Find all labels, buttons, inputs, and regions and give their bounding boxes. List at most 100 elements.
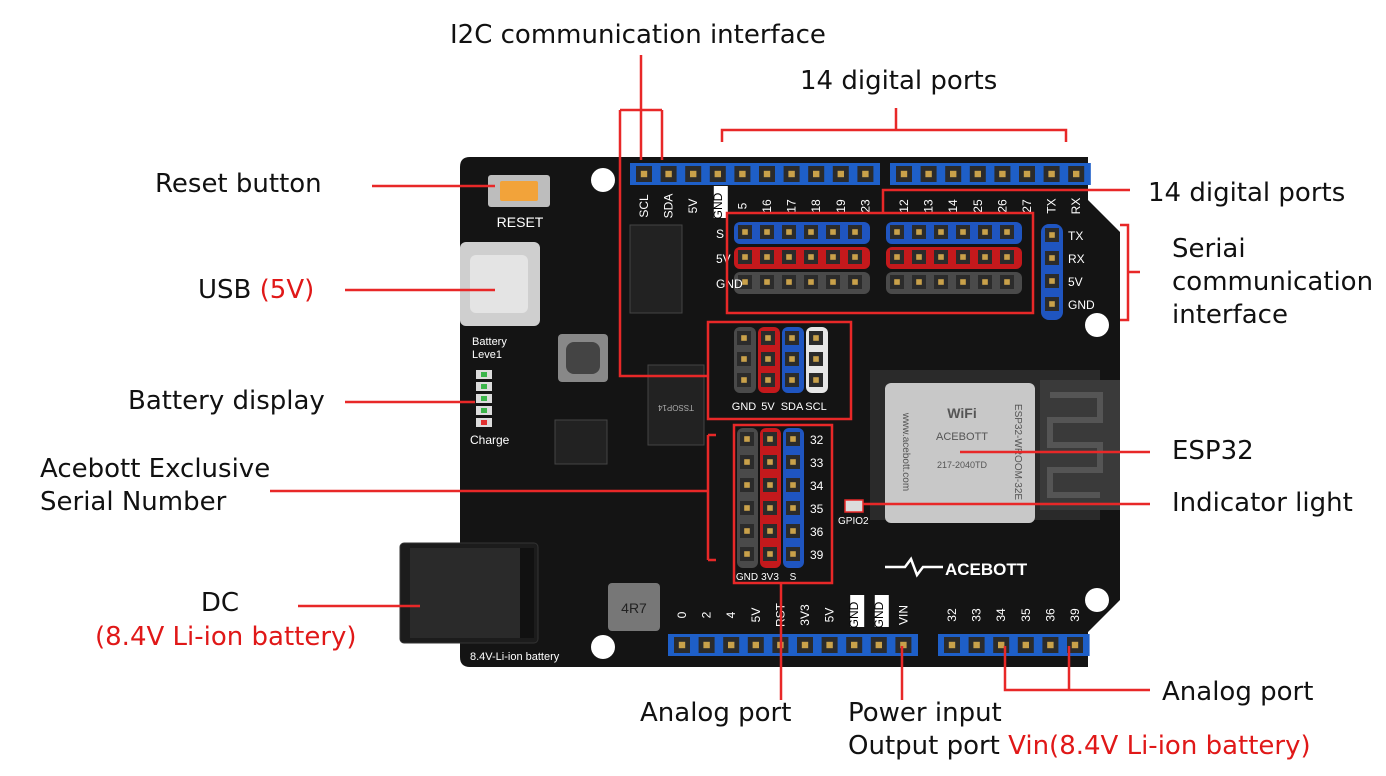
label-digital-right: 14 digital ports bbox=[1148, 178, 1346, 208]
battery-level-label-1: Battery bbox=[472, 336, 507, 348]
analog-number-0: 32 bbox=[810, 433, 824, 447]
module-brand: ACEBOTT bbox=[936, 431, 988, 443]
label-analog-right: Analog port bbox=[1162, 677, 1314, 707]
label-serial-comm-2: communication bbox=[1172, 267, 1374, 297]
mount-hole-2 bbox=[1085, 313, 1109, 337]
header-bottom-left-label-8: GND bbox=[872, 601, 886, 628]
label-output-port: Output port Vin(8.4V Li-ion battery) bbox=[848, 731, 1311, 761]
mid-row-label-2: GND bbox=[716, 277, 743, 291]
analog-number-5: 39 bbox=[810, 548, 824, 562]
header-top-left-label-8: 19 bbox=[834, 199, 848, 213]
tssop-label: TSSOP14 bbox=[657, 403, 694, 412]
header-top-right-label-1: 13 bbox=[922, 199, 936, 213]
bottom-silk-label: 8.4V-Li-ion battery bbox=[470, 651, 560, 663]
i2c-label-2: SDA bbox=[781, 401, 804, 413]
esp32-module bbox=[870, 370, 1120, 523]
gpio2-led bbox=[844, 499, 864, 513]
label-i2c: I2C communication interface bbox=[450, 20, 826, 50]
analog-label-0: GND bbox=[736, 572, 758, 583]
label-analog-bottom: Analog port bbox=[640, 698, 792, 728]
header-bottom-right-label-3: 35 bbox=[1019, 608, 1033, 622]
label-serial-number-2: Serial Number bbox=[40, 487, 227, 517]
output-port-text: Output port bbox=[848, 731, 1000, 761]
acebott-logo bbox=[885, 556, 943, 578]
serial-label-0: TX bbox=[1068, 229, 1083, 243]
label-reset: Reset button bbox=[155, 169, 322, 199]
gpio2-label: GPIO2 bbox=[838, 516, 869, 527]
header-top-right-label-0: 12 bbox=[897, 199, 911, 213]
header-bottom-right-label-0: 32 bbox=[945, 608, 959, 622]
analog-number-2: 34 bbox=[810, 479, 824, 493]
serial-label-2: 5V bbox=[1068, 275, 1083, 289]
i2c-label-1: 5V bbox=[761, 401, 775, 413]
header-bottom-right-label-5: 39 bbox=[1068, 608, 1082, 622]
header-top-left-label-5: 16 bbox=[760, 199, 774, 213]
label-power-input: Power input bbox=[848, 698, 1002, 728]
label-serial-comm-1: Seriai bbox=[1172, 234, 1246, 264]
header-bottom-left-label-2: 4 bbox=[724, 611, 738, 618]
analog-number-4: 36 bbox=[810, 525, 824, 539]
header-bottom-left-label-6: 5V bbox=[823, 608, 837, 623]
i2c-label-3: SCL bbox=[805, 401, 826, 413]
driver-ic bbox=[629, 224, 683, 314]
mount-hole-1 bbox=[591, 168, 615, 192]
battery-leds bbox=[476, 370, 492, 427]
regulator-ic bbox=[558, 334, 608, 382]
reset-button[interactable] bbox=[488, 175, 550, 207]
analog-label-2: S bbox=[790, 572, 797, 583]
header-top-right-label-7: RX bbox=[1069, 198, 1083, 215]
analog-label-1: 3V3 bbox=[761, 572, 779, 583]
battery-level-label-2: Leve1 bbox=[472, 349, 502, 361]
header-bottom-right-label-4: 36 bbox=[1043, 608, 1057, 622]
header-bottom-left-label-9: VIN bbox=[896, 605, 910, 625]
analog-number-3: 35 bbox=[810, 502, 824, 516]
inductor-label: 4R7 bbox=[621, 600, 647, 616]
header-bottom-right-label-1: 33 bbox=[970, 608, 984, 622]
module-text-2: www.acebott.com bbox=[900, 412, 911, 491]
label-dc-note: (8.4V Li-ion battery) bbox=[95, 622, 357, 652]
header-top-right-label-5: 27 bbox=[1020, 199, 1034, 213]
header-top-left-label-3: GND bbox=[711, 192, 725, 219]
dc-jack bbox=[399, 542, 539, 644]
label-indicator: Indicator light bbox=[1172, 488, 1353, 518]
label-digital-top: 14 digital ports bbox=[800, 66, 998, 96]
inductor bbox=[608, 583, 660, 631]
label-esp32: ESP32 bbox=[1172, 436, 1254, 466]
header-bottom-left-label-0: 0 bbox=[675, 611, 689, 618]
header-top-left-label-6: 17 bbox=[785, 199, 799, 213]
header-bottom-right-label-2: 34 bbox=[994, 608, 1008, 622]
header-top-left-label-7: 18 bbox=[809, 199, 823, 213]
header-bottom-left-label-7: GND bbox=[847, 601, 861, 628]
analog-number-1: 33 bbox=[810, 456, 824, 470]
mid-row-label-0: S bbox=[716, 227, 724, 241]
header-bottom-left-label-5: 3V3 bbox=[798, 604, 812, 626]
module-text-3: 217-2040TD bbox=[937, 460, 988, 470]
label-dc: DC bbox=[200, 588, 240, 618]
header-top-right-label-3: 25 bbox=[971, 199, 985, 213]
output-port-vin: Vin(8.4V Li-ion battery) bbox=[1008, 731, 1311, 761]
header-bottom-left-label-3: 5V bbox=[749, 608, 763, 623]
label-serial-number-1: Acebott Exclusive bbox=[40, 454, 271, 484]
header-top-left-label-2: 5V bbox=[686, 199, 700, 214]
label-serial-comm-3: interface bbox=[1172, 300, 1288, 330]
tssop14-ic bbox=[647, 364, 705, 446]
header-top-right-label-2: 14 bbox=[946, 199, 960, 213]
header-top-left-label-1: SDA bbox=[662, 194, 676, 219]
header-top-left-label-9: 23 bbox=[858, 199, 872, 213]
header-top-left-label-4: 5 bbox=[735, 202, 749, 209]
charge-label: Charge bbox=[470, 433, 510, 447]
i2c-label-0: GND bbox=[732, 401, 757, 413]
header-top-right-label-6: TX bbox=[1045, 198, 1059, 213]
mount-hole-3 bbox=[1085, 588, 1109, 612]
reset-silk-label: RESET bbox=[497, 214, 544, 230]
header-bottom-right: 32 33 34 35 36 39 bbox=[938, 608, 1090, 656]
serial-label-3: GND bbox=[1068, 298, 1095, 312]
